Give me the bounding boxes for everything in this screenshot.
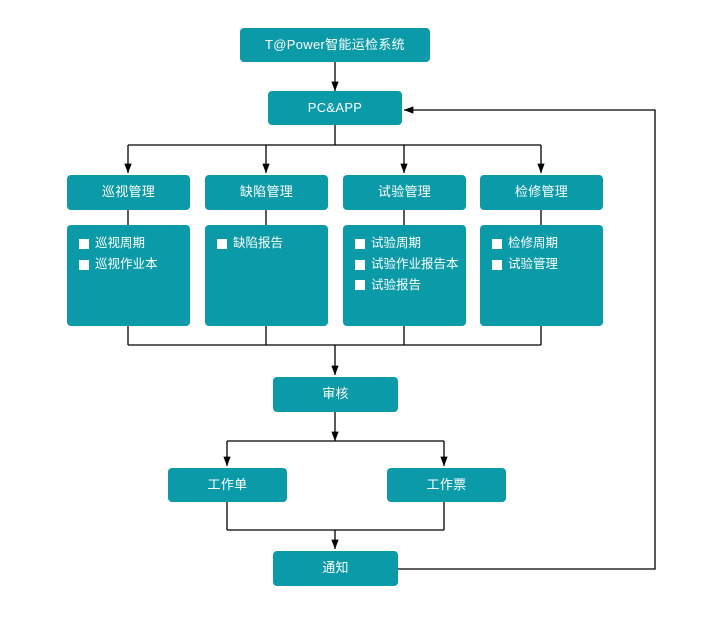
node-column-header-test[interactable]: 试验管理 <box>343 175 466 210</box>
list-item[interactable]: 试验管理 <box>492 256 559 272</box>
column-header-label-defect: 缺陷管理 <box>239 184 294 200</box>
node-column-header-patrol[interactable]: 巡视管理 <box>67 175 190 210</box>
node-work-ticket-label: 工作票 <box>426 476 467 492</box>
node-work-ticket[interactable]: 工作票 <box>387 468 506 502</box>
node-work-order-label: 工作单 <box>207 476 248 492</box>
list-item-label: 试验作业报告本 <box>371 256 459 271</box>
panel-maintenance: 检修周期 试验管理 <box>480 225 603 326</box>
node-system-label: T@Power智能运检系统 <box>265 36 405 52</box>
list-item-label: 试验管理 <box>508 256 559 271</box>
list-item[interactable]: 试验报告 <box>355 277 422 293</box>
column-header-label-maintenance: 检修管理 <box>514 184 569 200</box>
list-item-label: 试验周期 <box>371 236 422 250</box>
checkbox-icon <box>492 238 502 249</box>
node-work-order[interactable]: 工作单 <box>168 468 287 502</box>
list-item[interactable]: 试验作业报告本 <box>355 256 459 272</box>
panel-test: 试验周期 试验作业报告本 试验报告 <box>343 225 466 326</box>
list-item[interactable]: 试验周期 <box>355 236 422 251</box>
checkbox-icon <box>355 280 365 291</box>
list-item-label: 巡视周期 <box>95 236 146 250</box>
list-item[interactable]: 缺陷报告 <box>217 236 284 251</box>
column-header-label-test: 试验管理 <box>377 184 432 200</box>
node-review-label: 审核 <box>322 386 349 402</box>
list-item[interactable]: 巡视作业本 <box>79 256 158 272</box>
node-platform-label: PC&APP <box>307 99 363 115</box>
node-system[interactable]: T@Power智能运检系统 <box>240 28 430 62</box>
panel-defect: 缺陷报告 <box>205 225 328 326</box>
node-column-header-maintenance[interactable]: 检修管理 <box>480 175 603 210</box>
checkbox-icon <box>79 238 89 249</box>
node-notice[interactable]: 通知 <box>273 551 398 586</box>
panel-patrol: 巡视周期 巡视作业本 <box>67 225 190 326</box>
list-item[interactable]: 巡视周期 <box>79 236 146 251</box>
list-item-label: 缺陷报告 <box>233 236 284 250</box>
checkbox-icon <box>492 259 502 270</box>
node-column-header-defect[interactable]: 缺陷管理 <box>205 175 328 210</box>
checkbox-icon <box>355 238 365 249</box>
node-notice-label: 通知 <box>322 560 349 576</box>
list-item-label: 试验报告 <box>371 277 422 292</box>
node-platform[interactable]: PC&APP <box>268 91 402 125</box>
checkbox-icon <box>79 259 89 270</box>
checkbox-icon <box>355 259 365 270</box>
list-item-label: 巡视作业本 <box>95 256 158 271</box>
column-header-label-patrol: 巡视管理 <box>101 184 156 200</box>
checkbox-icon <box>217 238 227 249</box>
list-item[interactable]: 检修周期 <box>492 236 559 251</box>
node-review[interactable]: 审核 <box>273 377 398 412</box>
list-item-label: 检修周期 <box>508 236 559 250</box>
